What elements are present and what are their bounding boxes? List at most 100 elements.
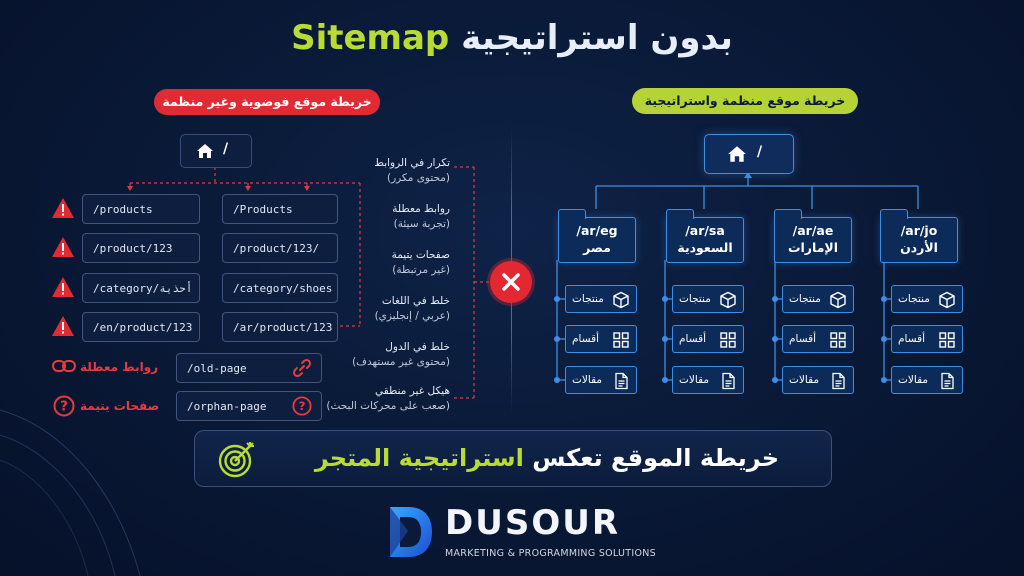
issue-subtitle: (محتوى غير مستهدف) [352, 356, 450, 368]
leaf-categories: أقسام [782, 325, 854, 353]
grid-icon [830, 332, 846, 348]
issue-title: خلط في الدول [385, 341, 450, 353]
country-code: /ar/jo [900, 223, 938, 238]
issue-item: خلط في الدول (محتوى غير مستهدف) [300, 340, 450, 370]
question-icon: ? [53, 395, 75, 417]
connector-dot [881, 296, 887, 302]
folder-tab [665, 209, 694, 219]
leaf-categories: أقسام [891, 325, 963, 353]
connector-dot [554, 296, 560, 302]
title-arabic: بدون استراتيجية [461, 18, 733, 58]
svg-text:?: ? [299, 399, 306, 413]
broken-url-text: /old-page [187, 362, 247, 375]
banner-prefix: خريطة الموقع تعكس [532, 444, 779, 472]
issue-subtitle: (صعب على محركات البحث) [326, 400, 450, 412]
leaf-products: منتجات [672, 285, 744, 313]
cube-icon [613, 291, 629, 309]
folder-tab [557, 209, 586, 219]
url-box: /ar/product/123 [222, 312, 338, 342]
grid-icon [939, 332, 955, 348]
country-code: /ar/sa [685, 223, 725, 238]
url-box: /category/أحذية [82, 273, 200, 303]
url-box: /Products [222, 194, 338, 224]
leaf-articles: مقالات [782, 366, 854, 394]
decorative-arcs [0, 409, 141, 576]
banner-highlight: استراتيجية المتجر [314, 444, 524, 472]
connector-dot [554, 377, 560, 383]
country-folder: /ar/ae الإمارات [773, 209, 852, 263]
question-icon: ? [292, 396, 312, 416]
document-icon [615, 372, 628, 390]
leaf-label: أقسام [572, 333, 600, 345]
issue-item: تكرار في الروابط (محتوى مكرر) [300, 156, 450, 186]
leaf-label: منتجات [679, 293, 711, 305]
orphan-url-box: /orphan-page [176, 391, 322, 421]
leaf-label: مقالات [572, 374, 603, 386]
orphan-url-text: /orphan-page [187, 400, 267, 413]
home-icon [728, 146, 746, 162]
country-folder: /ar/eg مصر [557, 209, 636, 263]
leaf-label: أقسام [898, 333, 926, 345]
document-icon [722, 372, 735, 390]
left-root-label: / [223, 141, 229, 157]
leaf-articles: مقالات [672, 366, 744, 394]
folder-tab [879, 209, 908, 219]
connector-dot [662, 296, 668, 302]
cube-icon [939, 291, 955, 309]
brand-tagline: MARKETING & PROGRAMMING SOLUTIONS [445, 548, 657, 559]
left-connectors [127, 166, 490, 399]
issue-item: صفحات يتيمة (غير مرتبطة) [300, 248, 450, 278]
folder-tab [773, 209, 802, 219]
issue-item: روابط معطلة (تجربة سيئة) [300, 202, 450, 232]
broken-link-icon [52, 360, 76, 372]
banner-text: خريطة الموقع تعكس استراتيجية المتجر [315, 431, 779, 486]
issue-title: صفحات يتيمة [391, 249, 450, 261]
leaf-label: منتجات [898, 293, 930, 305]
warning-icon [52, 198, 74, 218]
document-icon [832, 372, 845, 390]
leaf-articles: مقالات [891, 366, 963, 394]
leaf-label: مقالات [898, 374, 929, 386]
country-name: الأردن [900, 240, 938, 255]
cube-icon [720, 291, 736, 309]
chain-link-icon [292, 358, 312, 378]
issue-title: روابط معطلة [392, 203, 450, 215]
warning-icon [52, 316, 74, 336]
leaf-products: منتجات [782, 285, 854, 313]
title-highlight: Sitemap [291, 18, 450, 58]
country-folder: /ar/jo الأردن [879, 209, 958, 263]
leaf-products: منتجات [891, 285, 963, 313]
connector-dot [772, 296, 778, 302]
issue-title: خلط في اللغات [381, 295, 450, 307]
issue-subtitle: (عربي / إنجليزي) [374, 310, 450, 322]
target-icon [218, 442, 254, 478]
url-box: /product/123/ [222, 233, 338, 263]
connector-dot [662, 377, 668, 383]
leaf-label: مقالات [679, 374, 710, 386]
country-folder: /ar/sa السعودية [665, 209, 744, 263]
url-box: /products [82, 194, 200, 224]
dusour-logo-mark [390, 507, 432, 557]
leaf-label: مقالات [789, 374, 820, 386]
right-root-node: / [704, 134, 794, 174]
strategic-sitemap-label: خريطة موقع منظمة واستراتيجية [632, 88, 858, 114]
left-root-node: / [180, 134, 252, 168]
svg-text:?: ? [60, 400, 68, 415]
brand-name: DUSOUR [445, 503, 621, 543]
connector-dot [662, 336, 668, 342]
broken-url-box: /old-page [176, 353, 322, 383]
x-mark-icon [490, 261, 532, 303]
connector-dot [772, 336, 778, 342]
leaf-label: أقسام [789, 333, 817, 345]
country-code: /ar/eg [576, 223, 618, 238]
url-box: /category/shoes [222, 273, 338, 303]
leaf-articles: مقالات [565, 366, 637, 394]
country-name: الإمارات [787, 240, 839, 255]
issue-subtitle: (غير مرتبطة) [392, 264, 450, 276]
grid-icon [613, 332, 629, 348]
connector-dot [554, 336, 560, 342]
strategy-banner: خريطة الموقع تعكس استراتيجية المتجر [194, 430, 832, 487]
cube-icon [830, 291, 846, 309]
right-root-label: / [757, 144, 763, 160]
country-name: مصر [583, 240, 611, 255]
